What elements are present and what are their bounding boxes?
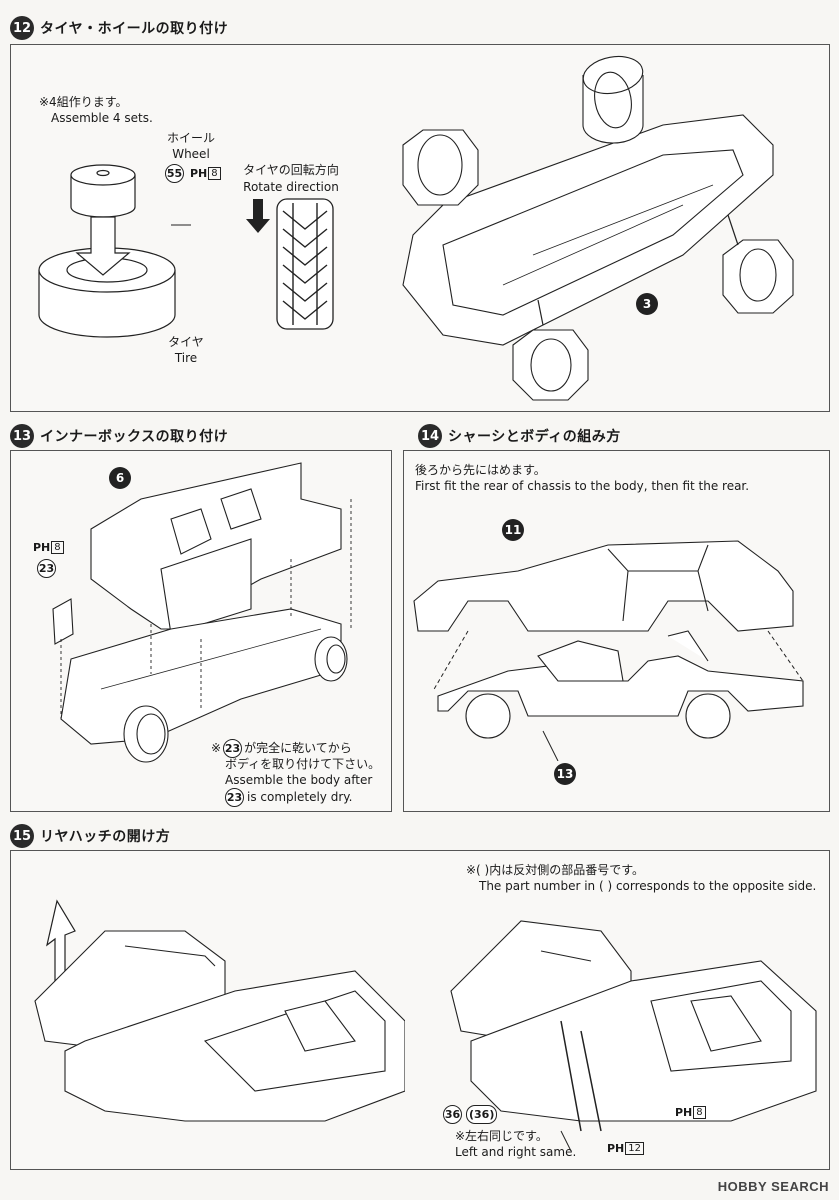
runner-number: 8 — [51, 541, 64, 554]
step-number: 13 — [10, 424, 34, 448]
body-chassis-illustration — [413, 540, 804, 761]
dry-note-en-1: Assemble the body after — [225, 773, 373, 787]
part-number: 23 — [37, 559, 56, 578]
tread-illustration — [246, 198, 334, 330]
hatch-open-illustration — [34, 899, 405, 1122]
step-13-header: 13 インナーボックスの取り付け — [10, 424, 228, 448]
runner-letter: PH — [33, 541, 51, 554]
part-number: 55 — [165, 164, 184, 183]
same-note-en: Left and right same. — [455, 1145, 577, 1159]
interior-ref-number: 6 — [109, 467, 131, 489]
step-14-header: 14 シャーシとボディの組み方 — [418, 424, 621, 448]
part-ref: 23 — [37, 557, 56, 578]
rotate-label-jp: タイヤの回転方向 — [243, 163, 339, 177]
wheel-label-jp: ホイール — [166, 131, 215, 145]
watermark: HOBBY SEARCH — [717, 1179, 829, 1194]
runner-letter: PH — [675, 1106, 693, 1119]
step-12-header: 12 タイヤ・ホイールの取り付け — [10, 16, 228, 40]
step-number: 12 — [10, 16, 34, 40]
tire-label-jp: タイヤ — [168, 335, 204, 349]
part-number: 23 — [223, 739, 243, 758]
step-title: インナーボックスの取り付け — [40, 429, 229, 445]
runner-number: 8 — [208, 167, 221, 180]
step-title: シャーシとボディの組み方 — [448, 429, 621, 445]
runner-number: 12 — [625, 1142, 645, 1155]
part-number: 36 — [443, 1105, 462, 1124]
rotate-label-en: Rotate direction — [243, 180, 339, 194]
rotate-arrow-icon — [246, 199, 270, 233]
note-jp: ※4組作ります。 — [39, 95, 128, 109]
wheel-label-en: Wheel — [172, 147, 210, 161]
runner-letter: PH — [190, 167, 208, 180]
note-mark: ※ — [211, 741, 222, 755]
part-number: 23 — [225, 788, 244, 807]
dry-note-en-2: is completely dry. — [247, 790, 353, 804]
step-number: 15 — [10, 824, 34, 848]
step-title: リヤハッチの開け方 — [40, 829, 171, 845]
note-jp: ※( )内は反対側の部品番号です。 — [466, 863, 645, 877]
note-jp: 後ろから先にはめます。 — [415, 463, 546, 477]
inner-box-illustration — [52, 462, 352, 763]
same-note-jp: ※左右同じです。 — [455, 1129, 548, 1143]
dry-note-jp-2: ボディを取り付けて下さい。 — [225, 757, 381, 771]
note-en: First fit the rear of chassis to the bod… — [415, 479, 750, 493]
tire-label-en: Tire — [174, 351, 198, 365]
step-12-panel: ※4組作ります。 Assemble 4 sets. ホイール Wheel 55 … — [10, 44, 830, 412]
chassis-illustration — [402, 55, 794, 401]
step-14-panel: 後ろから先にはめます。 First fit the rear of chassi… — [403, 450, 830, 812]
runner-letter: PH — [607, 1142, 625, 1155]
chassis-ref-number: 3 — [636, 293, 658, 315]
note-en: Assemble 4 sets. — [51, 111, 153, 125]
chassis-ref-number: 13 — [554, 763, 576, 785]
note-jp-1: が完全に乾いてから — [244, 741, 352, 755]
body-ref-number: 11 — [502, 519, 524, 541]
note-en: The part number in ( ) corresponds to th… — [479, 879, 817, 893]
strut-part-ref: 36 (36) — [443, 1105, 498, 1124]
step-title: タイヤ・ホイールの取り付け — [40, 21, 229, 37]
step-number: 14 — [418, 424, 442, 448]
hatch-struts-illustration — [450, 920, 817, 1151]
opposite-part-number: (36) — [466, 1105, 498, 1124]
step-15-header: 15 リヤハッチの開け方 — [10, 824, 170, 848]
wheel-tire-illustration — [38, 164, 191, 338]
step-15-panel: ※( )内は反対側の部品番号です。 The part number in ( )… — [10, 850, 830, 1170]
runner-number: 8 — [693, 1106, 706, 1119]
